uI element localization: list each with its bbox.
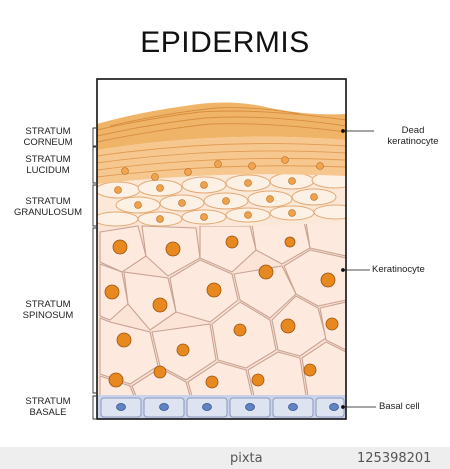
label-line: Dead [401, 125, 425, 136]
spinosum-cells [99, 219, 346, 397]
bracket-lucidum [92, 146, 96, 184]
bracket-spinosum [92, 227, 96, 394]
label-stratum-lucidum: STRATUM LUCIDUM [8, 154, 88, 176]
basal-cells [100, 397, 345, 418]
label-line: STRATUM [25, 196, 71, 207]
bracket-basale [92, 395, 96, 420]
pointer-lines [341, 129, 376, 409]
label-stratum-spinosum: STRATUM SPINOSUM [8, 299, 88, 321]
label-line: STRATUM [25, 396, 71, 407]
label-line: STRATUM [25, 126, 71, 137]
label-stratum-basale: STRATUM BASALE [8, 396, 88, 418]
label-stratum-granulosum: STRATUM GRANULOSUM [8, 196, 88, 218]
label-line: BASALE [29, 407, 67, 418]
corneum-flakes [97, 107, 346, 143]
stock-id: 125398201 [357, 451, 432, 466]
footer-bar [0, 447, 450, 469]
label-basal-cell: Basal cell [379, 401, 420, 412]
label-line: SPINOSUM [22, 310, 74, 321]
label-line: LUCIDUM [26, 165, 70, 176]
layer-brackets [92, 127, 96, 420]
bracket-granulosum [92, 184, 96, 227]
brand-watermark: pixta [230, 451, 263, 466]
label-keratinocyte: Keratinocyte [372, 264, 425, 275]
label-dead-keratinocyte: Dead keratinocyte [378, 125, 448, 147]
bracket-corneum [92, 127, 96, 147]
label-line: GRANULOSUM [13, 207, 83, 218]
label-line: STRATUM [25, 299, 71, 310]
label-line: CORNEUM [23, 137, 73, 148]
label-line: STRATUM [25, 154, 71, 165]
basal-nuclei [116, 403, 339, 411]
stratum-corneum-region [97, 102, 346, 150]
lucidum-nuclei [121, 156, 324, 181]
label-line: keratinocyte [387, 136, 439, 147]
diagram-title: EPIDERMIS [140, 26, 310, 59]
diagram-frame [96, 78, 347, 420]
spinosum-nuclei [104, 235, 339, 389]
granulosum-nuclei [114, 177, 318, 223]
label-stratum-corneum: STRATUM CORNEUM [8, 126, 88, 148]
